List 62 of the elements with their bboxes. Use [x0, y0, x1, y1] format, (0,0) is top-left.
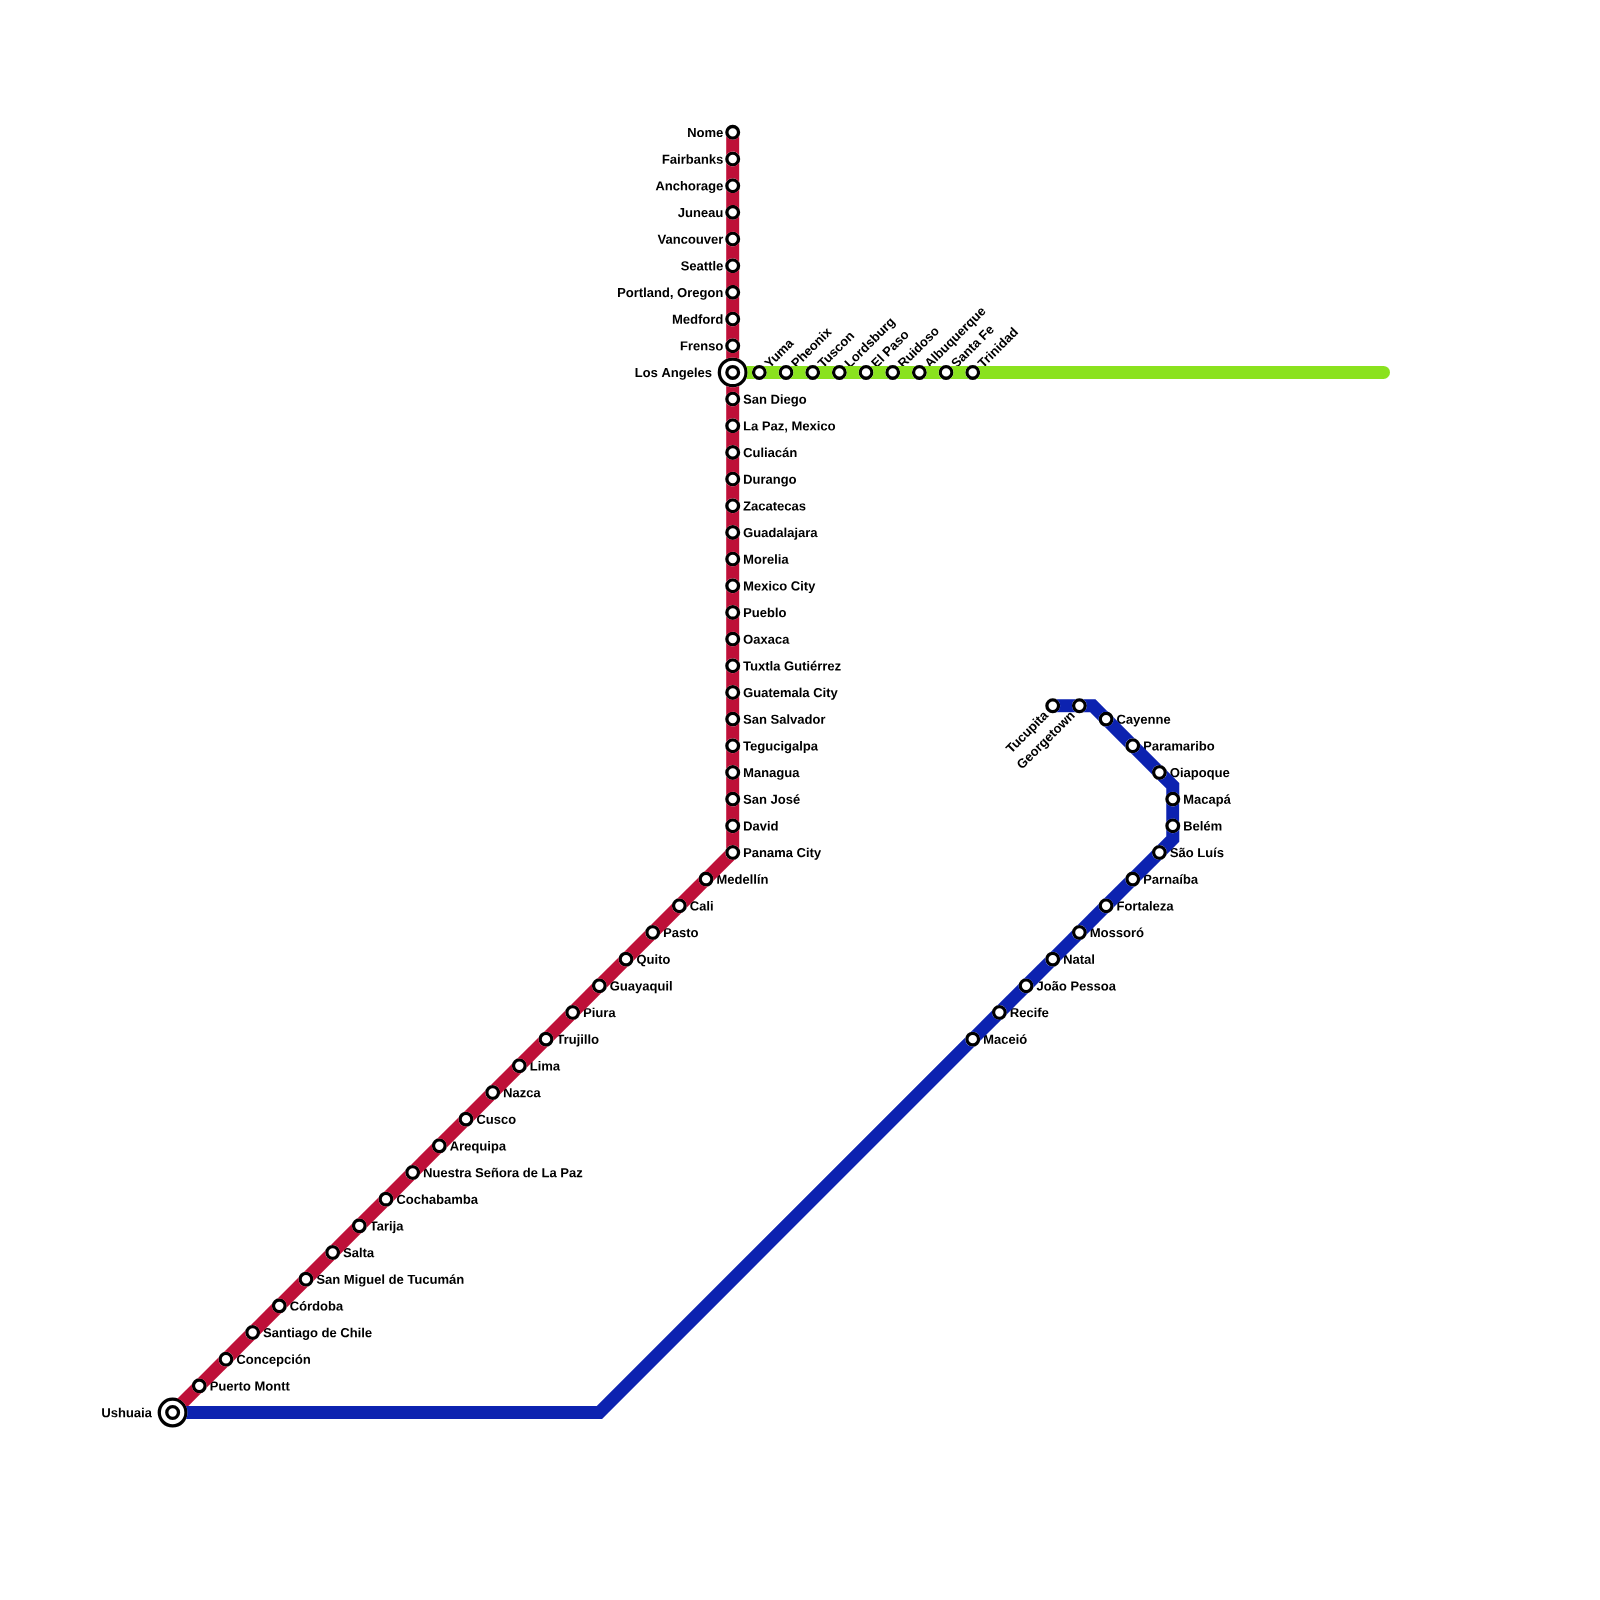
station-label: Cochabamba — [396, 1194, 479, 1204]
station-label: Guadalajara — [743, 527, 818, 540]
station-label: Trujillo — [556, 1034, 599, 1047]
station-label: João Pessoa — [1036, 981, 1117, 991]
station-label: Culiacán — [743, 447, 797, 458]
station-label: Ushuaia — [102, 1407, 152, 1418]
station-label: Cusco — [476, 1114, 516, 1124]
station-label: Managua — [743, 768, 800, 780]
station-label: Anchorage — [655, 180, 723, 194]
station-label: Oiapoque — [1170, 767, 1230, 780]
station-label: Mossoró — [1090, 927, 1144, 938]
station-label: Piura — [583, 1007, 616, 1018]
station-label: Mexico City — [743, 580, 816, 594]
station-label: Paramaribo — [1144, 741, 1215, 751]
station-label: Nuestra Señora de La Paz — [423, 1167, 583, 1178]
station-label: Cali — [690, 901, 713, 911]
station-label: Córdoba — [290, 1300, 344, 1311]
station-label: Santiago de Chile — [263, 1327, 372, 1340]
station-label: Portland, Oregon — [618, 287, 723, 300]
station-label: Recife — [1010, 1007, 1049, 1018]
station-label: Oaxaca — [743, 634, 790, 644]
station-label: Panama City — [743, 847, 822, 860]
station-label: Salta — [343, 1247, 375, 1258]
station-label: San José — [743, 794, 800, 804]
station-label: Juneau — [678, 208, 723, 218]
station-label: Maceió — [984, 1034, 1027, 1044]
station-label: San Diego — [743, 394, 807, 407]
station-label: Pueblo — [743, 607, 786, 618]
station-label: Natal — [1064, 954, 1094, 964]
station-label: Arequipa — [450, 1141, 507, 1154]
station-label: Medford — [672, 314, 723, 324]
station-label: Nazca — [503, 1088, 541, 1098]
station-label: Puerto Montt — [210, 1381, 290, 1391]
station-label: La Paz, Mexico — [743, 420, 836, 433]
station-label: Parnaíba — [1144, 874, 1199, 884]
station-label: São Luís — [1170, 847, 1224, 858]
station-label: Cayenne — [1117, 714, 1171, 727]
station-label: San Salvador — [743, 714, 826, 724]
station-label: San Miguel de Tucumán — [316, 1274, 464, 1287]
station-label: Fairbanks — [662, 154, 723, 164]
station-label: Tegucigalpa — [743, 741, 819, 754]
station-label: Guayaquil — [610, 981, 672, 994]
station-label: Los Angeles — [635, 367, 712, 380]
station-label: Medellín — [717, 874, 768, 884]
station-label: Tuxtla Gutiérrez — [743, 660, 841, 671]
station-label: Fortaleza — [1117, 901, 1174, 911]
station-label: Seattle — [681, 260, 723, 271]
station-label: Durango — [743, 474, 797, 487]
station-label: Nome — [688, 128, 723, 138]
station-label: Pasto — [663, 928, 698, 938]
station-label: Guatemala City — [743, 687, 838, 700]
station-label: Lima — [530, 1061, 561, 1071]
station-label: Vancouver — [657, 234, 724, 244]
station-label: David — [743, 821, 778, 831]
station-label: Tarija — [369, 1221, 404, 1234]
station-label: Frenso — [680, 341, 723, 351]
station-label: Belém — [1184, 820, 1222, 831]
station-label: Macapá — [1184, 794, 1231, 807]
station-label: Concepción — [236, 1354, 310, 1367]
station-label: Quito — [636, 954, 670, 967]
station-label: Zacatecas — [743, 501, 806, 511]
station-label: Morelia — [743, 554, 789, 564]
